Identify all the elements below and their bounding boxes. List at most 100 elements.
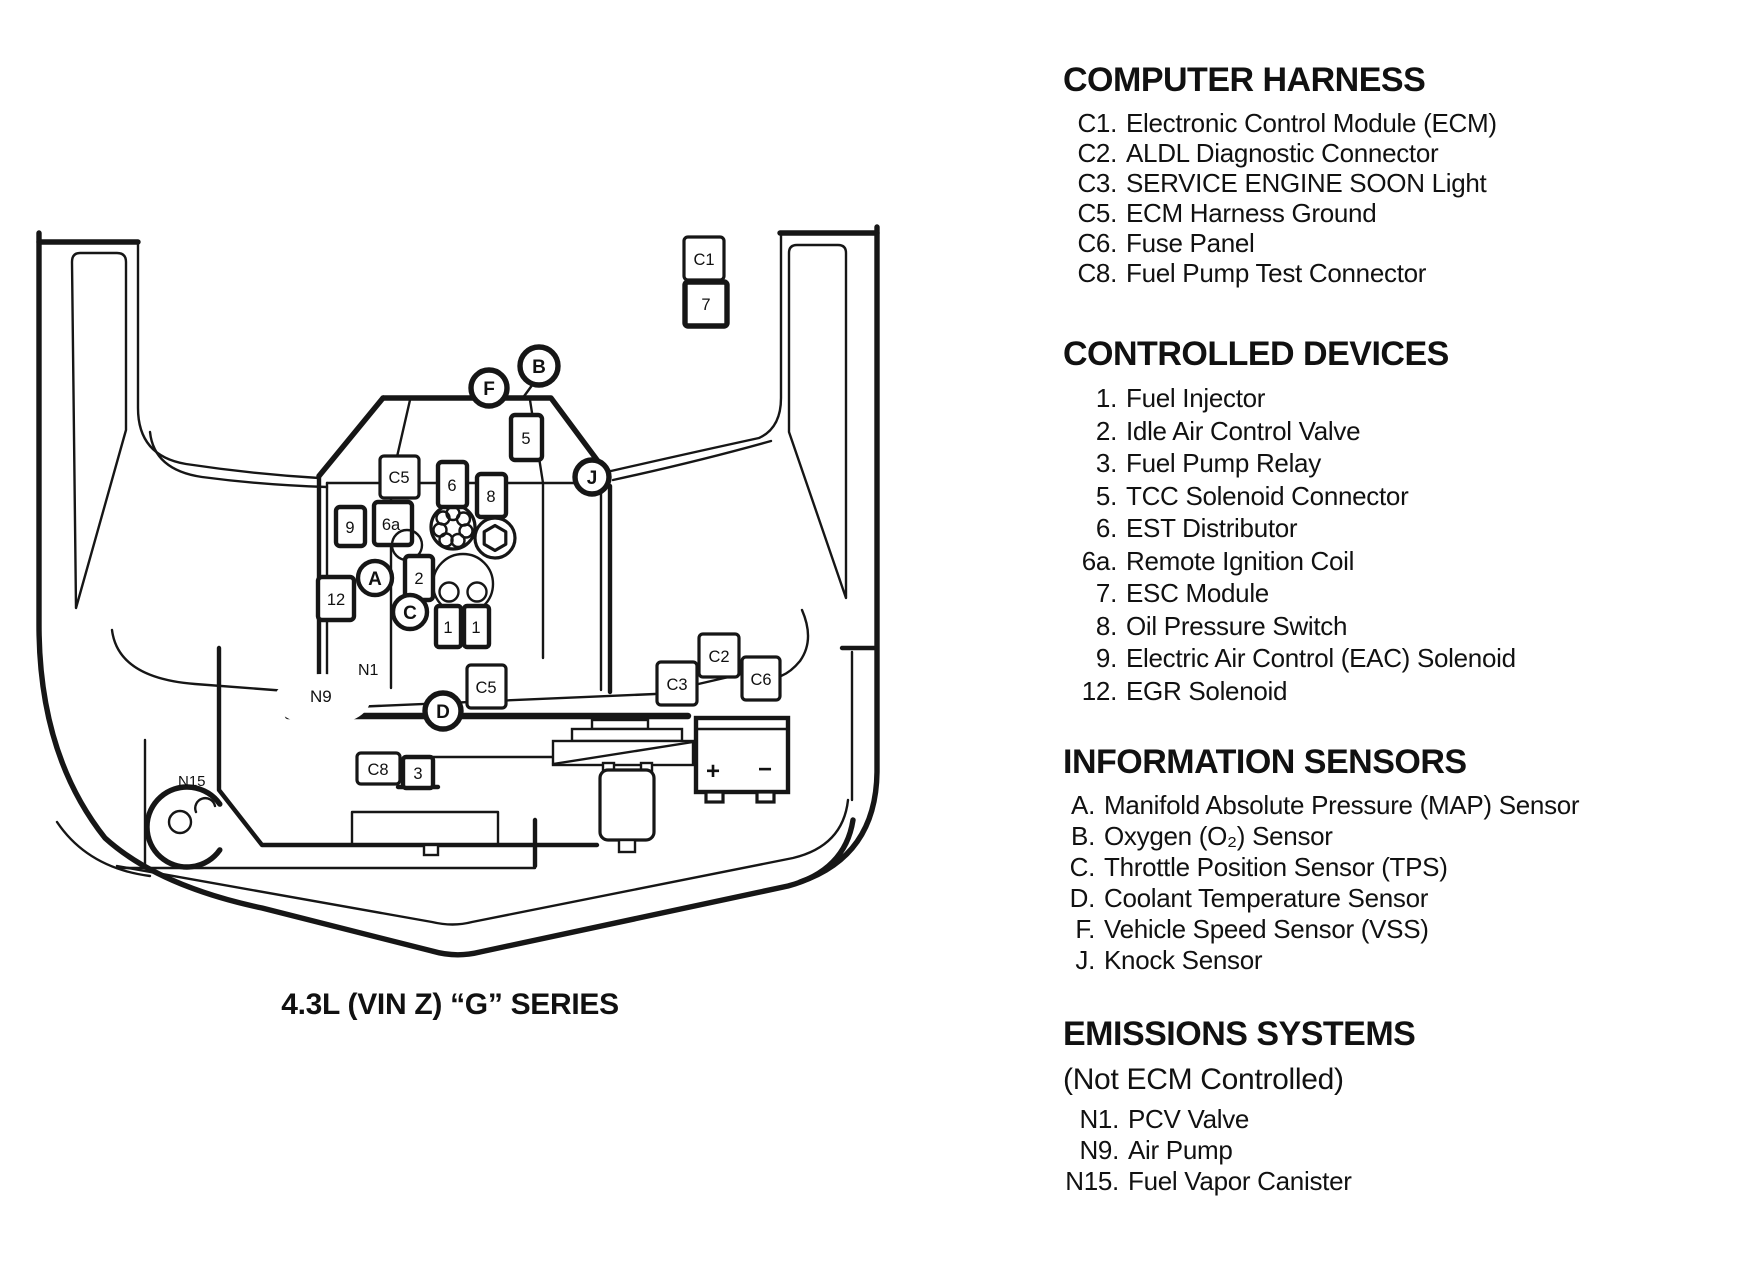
legend-item-label: Fuel Pump Relay <box>1126 448 1321 478</box>
air-pump-tag: N9 <box>310 687 332 706</box>
section-information-sensors: INFORMATION SENSORS A. Manifold Absolute… <box>1063 742 1743 976</box>
legend-item-key: 2. <box>1095 415 1117 446</box>
section-controlled-devices: CONTROLLED DEVICES 1. Fuel Injector 2. I… <box>1063 334 1743 707</box>
svg-text:C2: C2 <box>708 648 729 666</box>
callout-egr-solenoid-12: 12 <box>315 574 357 623</box>
battery-plus-terminal: + <box>706 758 720 785</box>
legend-item-label: Air Pump <box>1128 1135 1233 1165</box>
legend-item-label: Fuse Panel <box>1126 228 1255 258</box>
legend-item: 7. ESC Module <box>1063 577 1743 610</box>
diagram-caption: 4.3L (VIN Z) “G” SERIES <box>281 988 619 1021</box>
legend-item-key: 5. <box>1095 480 1117 511</box>
legend-item: C. Throttle Position Sensor (TPS) <box>1063 852 1743 883</box>
legend-item-label: Remote Ignition Coil <box>1126 545 1355 576</box>
legend-item-key: 6. <box>1095 513 1117 543</box>
legend-item-key: A. <box>1071 790 1095 820</box>
legend-list: C1. Electronic Control Module (ECM) C2. … <box>1063 108 1743 288</box>
svg-text:6: 6 <box>447 477 456 495</box>
legend-item-label: Oxygen (O₂) Sensor <box>1104 821 1333 851</box>
legend-item-key: C6. <box>1077 228 1117 258</box>
svg-text:8: 8 <box>486 488 495 506</box>
legend-item: 8. Oil Pressure Switch <box>1063 610 1743 643</box>
legend-list: 1. Fuel Injector 2. Idle Air Control Val… <box>1063 382 1743 707</box>
callout-fuel-injector-1-right: 1 <box>461 603 492 650</box>
legend-item-key: B. <box>1071 821 1095 851</box>
callout-coolant-sensor-d: D <box>422 690 464 732</box>
legend-item-label: Throttle Position Sensor (TPS) <box>1104 852 1448 882</box>
legend-item-label: Idle Air Control Valve <box>1126 415 1361 446</box>
callout-tcc-solenoid-5: 5 <box>508 412 545 463</box>
svg-text:7: 7 <box>701 296 710 314</box>
section-subtitle: (Not ECM Controlled) <box>1063 1063 1344 1096</box>
callout-esc-module-7: 7 <box>682 279 730 329</box>
legend-item-key: C2. <box>1077 138 1117 168</box>
svg-text:C5: C5 <box>475 679 496 697</box>
callout-iac-valve-2: 2 <box>402 553 436 603</box>
svg-text:B: B <box>532 357 546 378</box>
legend-item-label: Electronic Control Module (ECM) <box>1126 108 1497 138</box>
legend-item-label: PCV Valve <box>1128 1104 1250 1134</box>
svg-text:1: 1 <box>443 619 452 637</box>
legend-item-key: J. <box>1075 945 1095 975</box>
legend-item: C6. Fuse Panel <box>1063 228 1743 258</box>
callout-ecm-c1: C1 <box>682 235 726 282</box>
legend-item-key: 3. <box>1095 448 1117 478</box>
radiator-stack <box>551 718 695 767</box>
left-fender-rail <box>70 251 128 610</box>
callout-map-sensor-a: A <box>355 558 395 598</box>
legend-item-key: C5. <box>1077 198 1117 228</box>
svg-text:F: F <box>483 379 495 400</box>
sensor-circles: B F J A C D <box>355 344 612 732</box>
svg-text:1: 1 <box>471 619 480 637</box>
legend-item: C5. ECM Harness Ground <box>1063 198 1743 228</box>
legend-item-key: D. <box>1069 883 1096 913</box>
legend-item-key: 6a. <box>1081 545 1118 576</box>
svg-text:3: 3 <box>413 765 422 783</box>
section-computer-harness: COMPUTER HARNESS C1. Electronic Control … <box>1063 60 1743 288</box>
legend-item-label: Coolant Temperature Sensor <box>1104 883 1429 913</box>
legend-item-key: 12. <box>1081 675 1118 706</box>
legend-item-key: C3. <box>1077 168 1117 198</box>
legend-item-label: Electric Air Control (EAC) Solenoid <box>1126 643 1516 673</box>
svg-text:A: A <box>368 569 382 590</box>
svg-text:J: J <box>587 468 598 489</box>
svg-text:C: C <box>403 603 417 624</box>
legend-item: 2. Idle Air Control Valve <box>1063 415 1743 448</box>
callout-vss-sensor-f: F <box>468 367 510 409</box>
legend-item-label: Fuel Pump Test Connector <box>1126 258 1427 288</box>
callout-knock-sensor-j: J <box>572 457 612 497</box>
legend-item-label: Vehicle Speed Sensor (VSS) <box>1104 914 1429 944</box>
legend-item-label: ECM Harness Ground <box>1126 198 1377 228</box>
section-title: EMISSIONS SYSTEMS <box>1063 1015 1416 1053</box>
section-title: COMPUTER HARNESS <box>1063 61 1426 99</box>
svg-text:C5: C5 <box>388 469 409 487</box>
callout-tps-sensor-c: C <box>390 592 430 632</box>
legend-item: C2. ALDL Diagnostic Connector <box>1063 138 1743 168</box>
legend-item: C1. Electronic Control Module (ECM) <box>1063 108 1743 138</box>
section-emissions-systems: EMISSIONS SYSTEMS (Not ECM Controlled) N… <box>1063 1014 1743 1197</box>
legend-item: 1. Fuel Injector <box>1063 382 1743 415</box>
callout-eac-solenoid-9: 9 <box>333 504 368 549</box>
svg-text:C1: C1 <box>693 251 714 269</box>
engine-bay-diagram: + − C1 7 5 <box>36 224 880 958</box>
whiteout-blob <box>274 674 370 726</box>
legend-item: F. Vehicle Speed Sensor (VSS) <box>1063 914 1743 945</box>
callout-boxes: C1 7 5 C5 6 8 9 6a <box>315 235 782 791</box>
svg-text:6a: 6a <box>382 516 401 534</box>
legend-item: 3. Fuel Pump Relay <box>1063 447 1743 480</box>
section-title: CONTROLLED DEVICES <box>1063 335 1449 373</box>
legend-item-key: N15. <box>1065 1166 1119 1196</box>
legend-item: C3. SERVICE ENGINE SOON Light <box>1063 168 1743 198</box>
starter-motor <box>598 761 656 854</box>
callout-ses-light-c3: C3 <box>655 660 699 707</box>
legend-item: 5. TCC Solenoid Connector <box>1063 480 1743 513</box>
legend-item: B. Oxygen (O₂) Sensor <box>1063 821 1743 852</box>
legend-list: N1. PCV Valve N9. Air Pump N15. Fuel Vap… <box>1063 1104 1743 1197</box>
legend-list: A. Manifold Absolute Pressure (MAP) Sens… <box>1063 790 1743 976</box>
callout-ignition-coil-6a: 6a <box>371 499 415 548</box>
legend-item: D. Coolant Temperature Sensor <box>1063 883 1743 914</box>
legend-item-key: C8. <box>1077 258 1117 288</box>
legend-item: J. Knock Sensor <box>1063 945 1743 976</box>
svg-text:9: 9 <box>345 519 354 537</box>
car-body-outline <box>36 224 880 958</box>
